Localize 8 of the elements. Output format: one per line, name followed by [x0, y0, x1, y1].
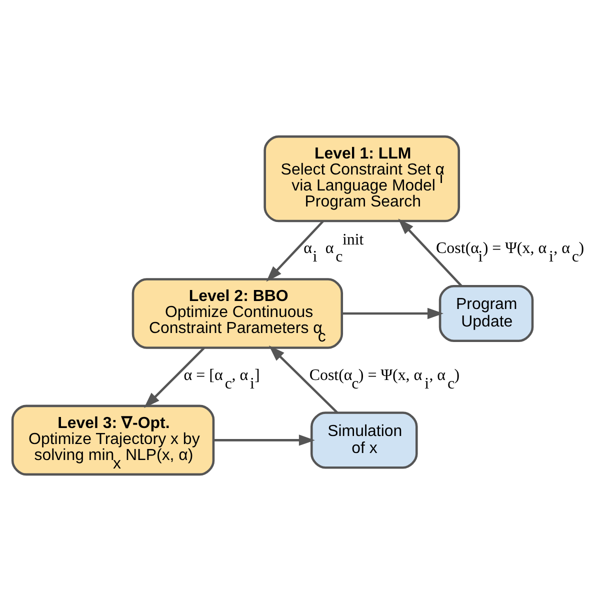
arrow — [214, 434, 315, 446]
arrow — [268, 346, 338, 414]
arrow — [266, 220, 324, 282]
node-box: Program Update — [438, 284, 534, 342]
node-box: Simulation of x — [310, 412, 418, 469]
arrow — [342, 308, 444, 320]
arrow — [144, 347, 205, 408]
arrow — [398, 218, 462, 287]
